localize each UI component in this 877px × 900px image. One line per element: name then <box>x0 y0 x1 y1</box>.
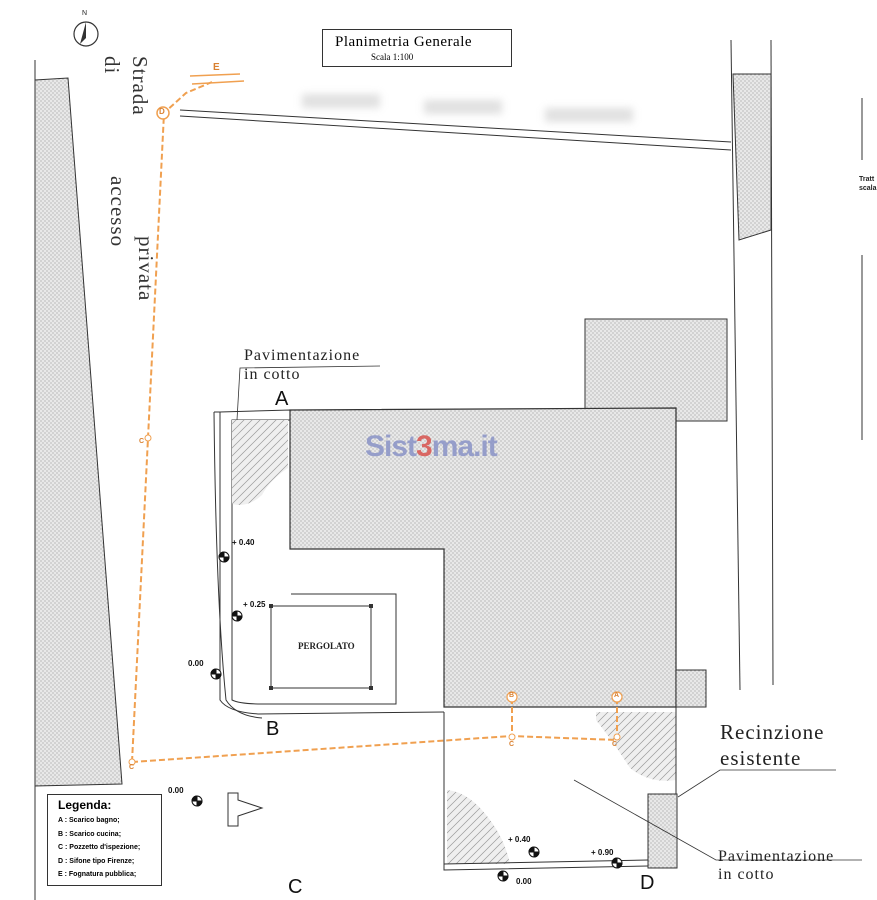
pavement-bottom-line1: Pavimentazione <box>718 848 835 865</box>
pergola-label: PERGOLATO <box>298 641 355 651</box>
legend-item: D : Sifone tipo Firenze; <box>58 857 135 865</box>
plan-title: Planimetria Generale <box>335 34 473 50</box>
road-label-line1: Strada <box>128 56 152 116</box>
legend-item: B : Scarico cucina; <box>58 830 122 838</box>
drain-label-a: A <box>614 692 620 699</box>
watermark-logo: Sist3ma.it <box>365 430 498 464</box>
drain-label-e: E <box>213 62 220 73</box>
fence-label-line1: Recinzione <box>720 720 825 744</box>
road-label-line3: accesso <box>106 176 130 248</box>
watermark-mid: 3 <box>416 430 433 463</box>
section-letter-a: A <box>275 388 289 410</box>
side-note-line2: scala <box>859 185 877 192</box>
section-letter-d: D <box>640 872 655 894</box>
elevation-label-2: + 0.25 <box>243 600 266 609</box>
legend-box: Legenda: A : Scarico bagno; B : Scarico … <box>47 794 162 886</box>
elevation-label-3: 0.00 <box>188 659 204 668</box>
drain-label-b: B <box>509 692 515 699</box>
right-wall <box>732 73 772 241</box>
legend-title: Legenda: <box>58 798 112 812</box>
plan-scale: Scala 1:100 <box>371 52 414 62</box>
pavement-top-line1: Pavimentazione <box>244 347 361 364</box>
elevation-label-1: + 0.40 <box>232 538 255 547</box>
main-building <box>289 407 677 708</box>
legend-item: E : Fognatura pubblica; <box>58 871 137 878</box>
cotto-patch-bottom-left <box>447 790 510 864</box>
pergola <box>270 605 372 689</box>
elevation-label-6: + 0.90 <box>591 848 614 857</box>
drain-label-d: D <box>159 107 165 116</box>
elevation-label-4: 0.00 <box>168 786 184 795</box>
side-note-line1: Tratt <box>859 176 875 183</box>
elevation-markers <box>191 551 623 882</box>
drain-label-c2: C <box>129 764 135 771</box>
elevation-label-5: + 0.40 <box>508 835 531 844</box>
north-label: N <box>82 10 88 17</box>
legend-item: C : Pozzetto d'ispezione; <box>58 844 141 851</box>
drain-label-c3: C <box>509 741 515 748</box>
pavement-bottom-line2: in cotto <box>718 866 775 883</box>
road-label-line4: privata <box>134 236 158 302</box>
legend-item: A : Scarico bagno; <box>58 817 120 824</box>
fence-label-line2: esistente <box>720 746 802 770</box>
pavement-top-line2: in cotto <box>244 366 301 383</box>
watermark-after: ma.it <box>431 430 498 463</box>
elevation-label-7: 0.00 <box>516 877 532 886</box>
cotto-patch-bottom-right <box>596 712 676 781</box>
title-block: Planimetria Generale Scala 1:100 <box>322 29 512 67</box>
road-label-line2: di <box>100 56 124 75</box>
watermark-before: Sist <box>365 430 417 463</box>
cotto-patch-top <box>232 420 288 505</box>
drain-label-c1: C <box>139 438 145 445</box>
section-letter-c: C <box>288 876 303 898</box>
annex-building <box>584 318 728 422</box>
section-letter-b: B <box>266 718 280 740</box>
drain-label-c4: C <box>612 741 618 748</box>
